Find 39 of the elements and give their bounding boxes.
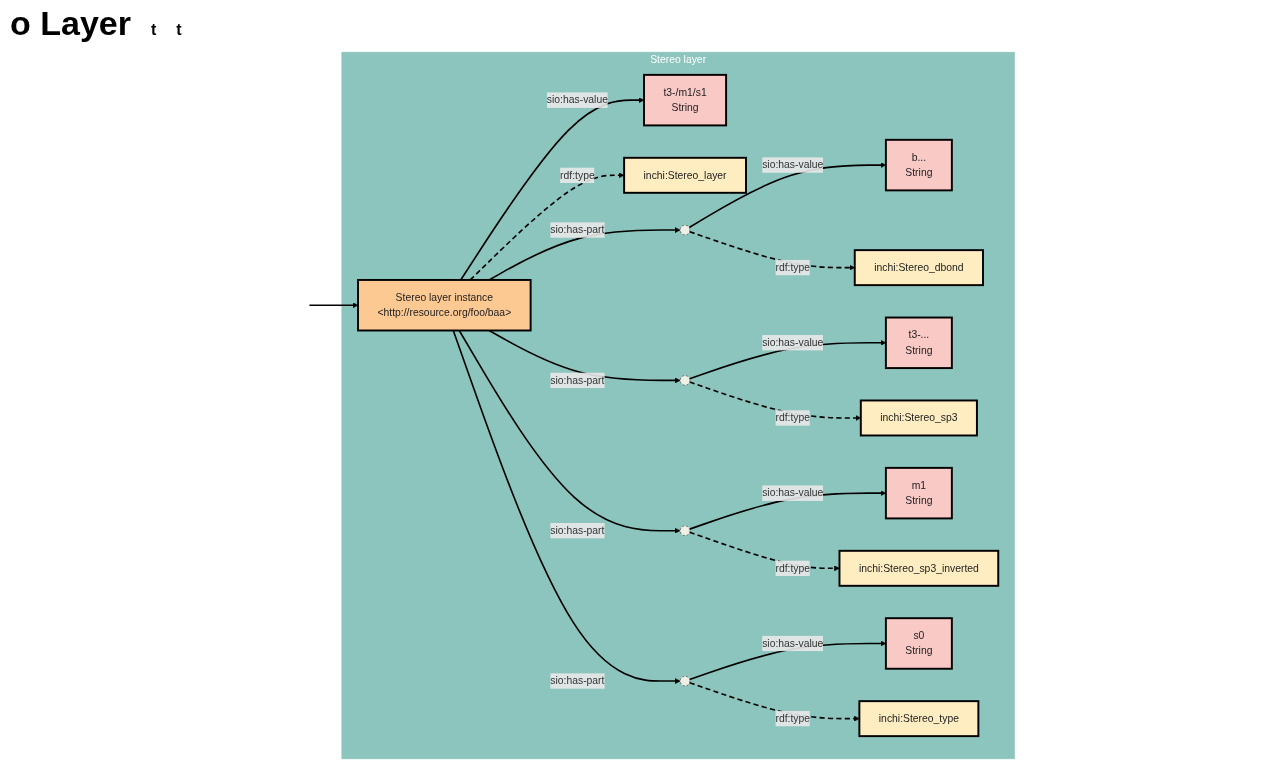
edge-label: rdf:type (775, 261, 811, 273)
node-box: inchi:Stereo_dbond (853, 249, 984, 287)
edge-label: sio:has-value (762, 336, 824, 348)
edge-label: rdf:type (560, 169, 595, 181)
node-circle (679, 375, 691, 386)
edge-label: rdf:type (775, 562, 811, 574)
title: o Layer (10, 4, 131, 43)
node-circle (679, 224, 691, 236)
node-circle (679, 525, 691, 536)
edge-label: rdf:type (775, 412, 811, 424)
arrow (308, 302, 359, 309)
node-box: inchi:Stereo_type (858, 700, 980, 738)
arrow (488, 329, 681, 384)
node-box: inchi:Stereo_sp3_inverted (838, 549, 1000, 587)
edge-label: sio:has-value (762, 487, 824, 499)
node-box: inchi:Stereo_sp3 (859, 399, 978, 437)
node-box: Stereo layer instance <http://resource.org/foo/baa> (357, 278, 532, 332)
node-box: s0 String (884, 617, 953, 670)
edge-label: sio:has-value (762, 159, 824, 171)
node-box: b... String (884, 138, 953, 192)
node-box: t3-... String (884, 316, 953, 370)
edge-label: sio:has-part (550, 224, 605, 236)
edge-label: rdf:type (775, 712, 811, 724)
arrow (488, 227, 681, 281)
node-box: t3-/m1/s1 String (643, 73, 728, 127)
arrow (469, 172, 625, 281)
edge-label: sio:has-part (550, 374, 605, 386)
node-box: m1 String (884, 466, 953, 520)
edge-label: sio:has-part (550, 675, 605, 687)
node-circle (679, 675, 691, 687)
edge-label: sio:has-part (550, 524, 605, 536)
arrow (458, 329, 681, 534)
node-box: inchi:Stereo_layer (623, 156, 747, 194)
cropped-label: t (150, 21, 157, 39)
edge-label: sio:has-value (546, 94, 608, 106)
arrow (459, 97, 645, 281)
edge-label: sio:has-value (762, 637, 824, 649)
arrow (452, 329, 681, 684)
cropped-label: t (176, 21, 182, 39)
